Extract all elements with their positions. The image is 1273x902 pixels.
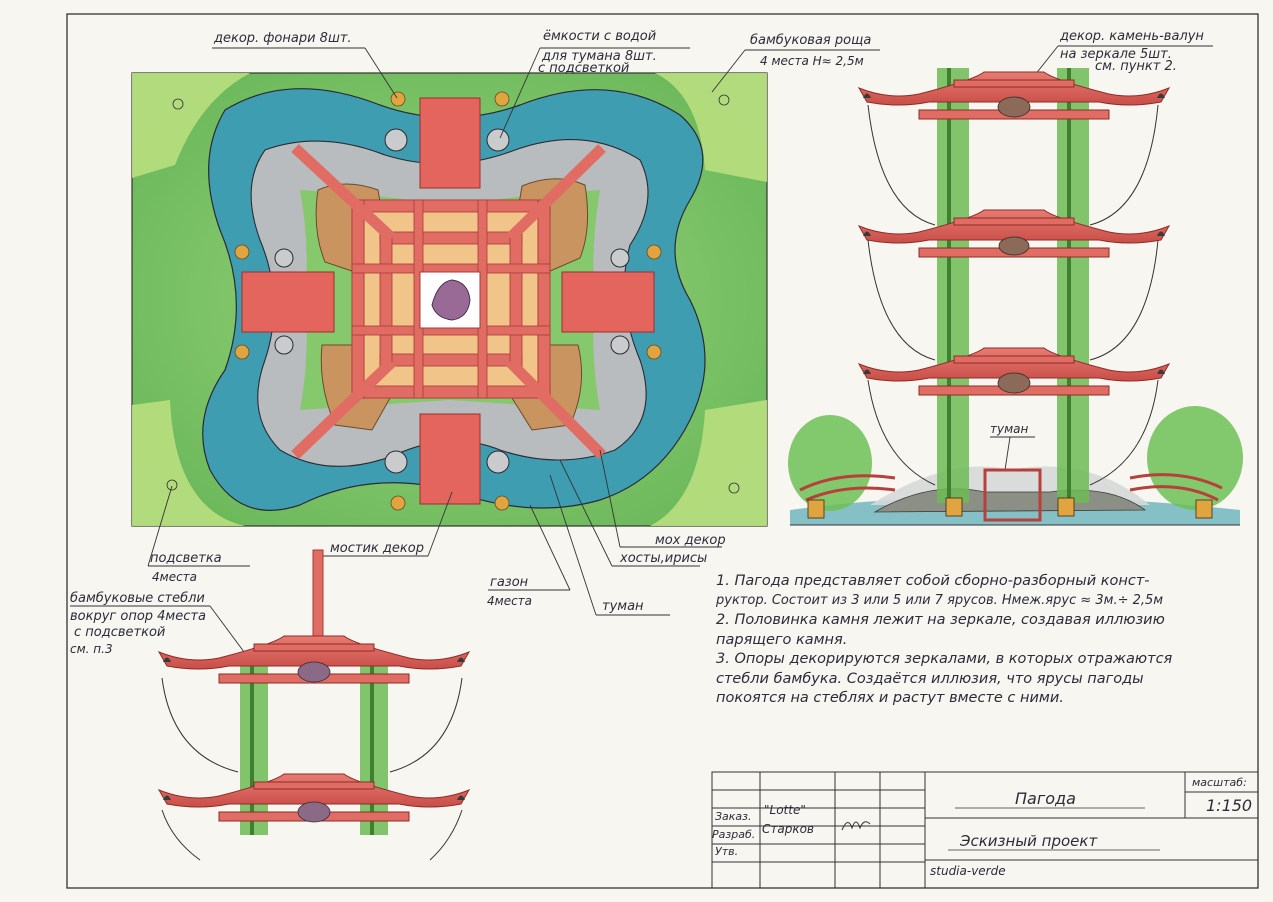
- note-line: покоятся на стеблях и растут вместе с ни…: [716, 690, 1064, 706]
- note-line: парящего камня.: [716, 631, 848, 648]
- pagoda-beams: [351, 199, 551, 399]
- signature: [841, 821, 871, 831]
- bamboo-columns: [937, 68, 1089, 503]
- corner-bed: [132, 400, 245, 526]
- center-gate: [983, 468, 1042, 522]
- label-backlight: 4места: [152, 570, 198, 584]
- elevation-lanterns: [807, 497, 1213, 519]
- label-boulder: декор. камень-валун: [1060, 29, 1204, 44]
- water-tanks: [274, 128, 630, 474]
- label-lawn: газон: [490, 575, 529, 590]
- sheet-title: Пагода: [1015, 789, 1076, 808]
- spire: [312, 549, 324, 643]
- label-bamboo-grove: 4 места H≈ 2,5м: [760, 54, 864, 68]
- label-water-tanks: с подсветкой: [538, 61, 630, 76]
- label-fog: туман: [602, 599, 644, 614]
- label-lanterns: декор. фонари 8шт.: [214, 31, 352, 46]
- label-water-tanks: ёмкости с водой: [543, 29, 657, 44]
- pagoda-elevation: [788, 68, 1243, 526]
- label-boulder: см. пункт 2.: [1095, 59, 1177, 74]
- bush: [788, 415, 872, 511]
- row-label-developer: Разраб.: [712, 828, 756, 841]
- hanging-boulders: [997, 96, 1031, 394]
- label-bamboo-stems: с подсветкой: [74, 625, 166, 640]
- label-bridge-decor: мостик декор: [330, 541, 424, 556]
- label-bamboo-stems: бамбуковые стебли: [70, 591, 205, 606]
- note-line: 3. Опоры декорируются зеркалами, в котор…: [716, 651, 1173, 667]
- row-label-order: Заказ.: [715, 810, 752, 823]
- boulder: [431, 279, 471, 321]
- sheet-subtitle: Эскизный проект: [960, 832, 1098, 850]
- sheet-frame: [66, 13, 1259, 889]
- label-backlight: подсветка: [150, 551, 222, 566]
- label-water-tanks: для тумана 8шт.: [542, 49, 657, 64]
- pagoda-elevation-small: [157, 549, 471, 861]
- roofs: [857, 71, 1171, 396]
- label-bamboo-stems: см. п.3: [70, 642, 113, 656]
- client-name: "Lotte": [764, 803, 806, 817]
- corner-bed: [655, 73, 767, 182]
- note-line: стебли бамбука. Создаётся иллюзия, что я…: [716, 670, 1144, 687]
- hanging-boulders-small: [297, 661, 331, 823]
- scale-label: масштаб:: [1192, 776, 1247, 789]
- label-lawn: 4места: [487, 594, 533, 608]
- leader-lines: [70, 45, 1213, 661]
- label-fog-elevation: туман: [990, 422, 1029, 436]
- note-line: руктор. Состоит из 3 или 5 или 7 ярусов.…: [716, 592, 1164, 608]
- bamboo-columns-small: [240, 655, 388, 835]
- side-bridges: [799, 473, 1223, 502]
- label-hostas-irises: хосты,ирисы: [620, 551, 708, 566]
- support-arcs-small: [161, 677, 463, 861]
- bush: [1147, 406, 1243, 510]
- corner-bed: [650, 400, 767, 526]
- studio-name: studia-verde: [930, 864, 1006, 878]
- developer-name: Старков: [762, 822, 815, 836]
- scale-value: 1:150: [1206, 796, 1253, 815]
- note-line: 2. Половинка камня лежит на зеркале, соз…: [716, 612, 1165, 628]
- title-block-grid: [711, 771, 1259, 889]
- label-boulder: на зеркале 5шт.: [1060, 47, 1172, 62]
- lanterns: [234, 91, 662, 511]
- design-notes: 1. Пагода представляет собой сборно-разб…: [716, 572, 1236, 709]
- label-bamboo-grove: бамбуковая роща: [750, 33, 872, 48]
- pagoda-diagonals: [291, 143, 606, 459]
- backlights: [166, 94, 740, 494]
- note-line: 1. Пагода представляет собой сборно-разб…: [716, 573, 1150, 589]
- label-bamboo-stems: вокруг опор 4места: [70, 609, 206, 624]
- row-label-approved: Утв.: [715, 845, 739, 858]
- support-arcs: [867, 104, 1159, 486]
- site-plan: [131, 72, 768, 527]
- label-moss-decor: мох декор: [655, 533, 726, 548]
- corner-bed: [132, 73, 250, 178]
- bridges: [241, 97, 655, 505]
